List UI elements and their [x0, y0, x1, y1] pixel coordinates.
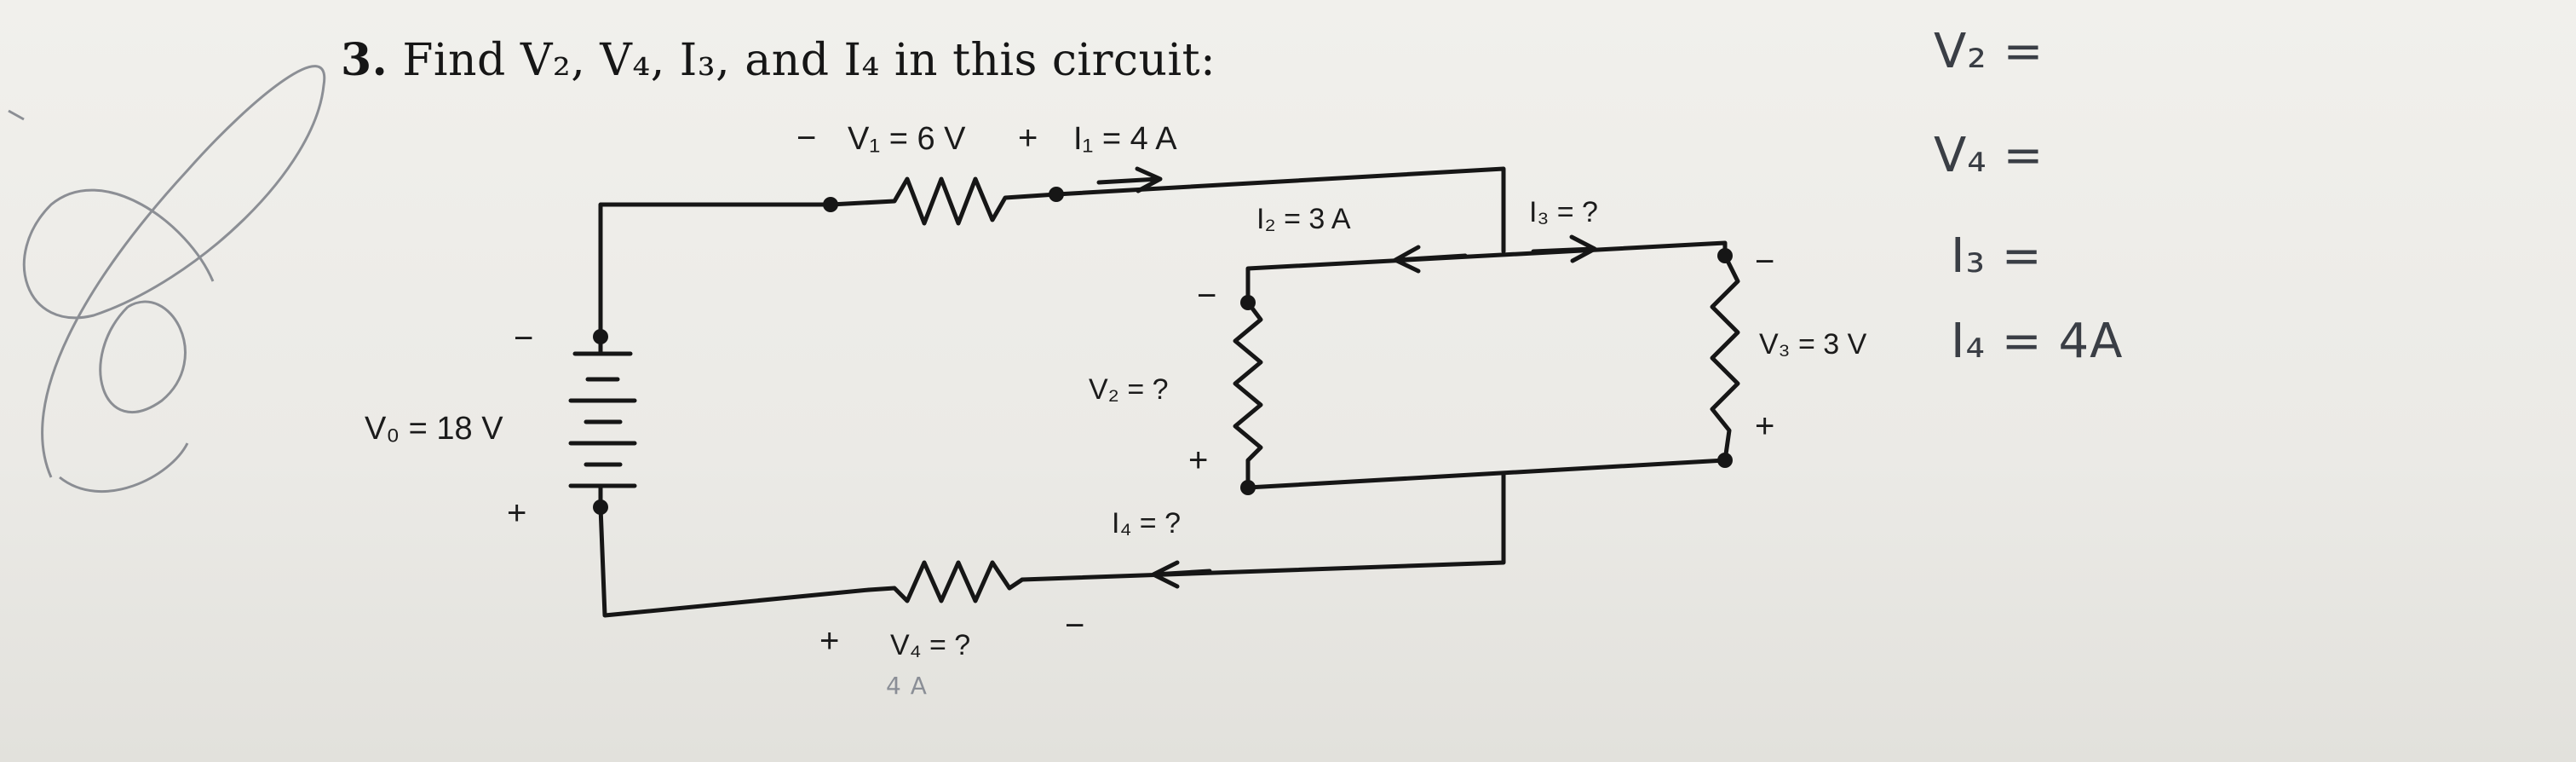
node-dot	[1717, 248, 1733, 263]
node-dot	[1049, 187, 1064, 202]
handwritten-under-v4: 4 A	[886, 672, 928, 700]
node-dot	[1240, 480, 1256, 495]
resistor-r1	[828, 176, 1059, 226]
v4-minus-sign: −	[1065, 607, 1085, 644]
problem-heading: 3. Find V₂, V₄, I₃, and I₄ in this circu…	[341, 34, 1216, 86]
battery-v0	[568, 334, 637, 510]
v0-label: V₀ = 18 V	[365, 411, 503, 447]
wire-bottom-left	[598, 505, 871, 618]
v2-minus-sign: −	[1197, 277, 1217, 315]
problem-number: 3.	[341, 34, 388, 86]
handwritten-i4: I₄ = 4A	[1951, 314, 2124, 369]
arrow-i2	[1393, 245, 1468, 274]
arrow-i1	[1096, 166, 1163, 193]
v2-plus-sign: +	[1188, 442, 1209, 479]
v1-minus-sign: −	[796, 119, 817, 157]
resistor-r4	[866, 560, 1025, 603]
node-dot	[593, 499, 608, 515]
wire-lower-parallel	[1245, 458, 1728, 490]
v3-minus-sign: −	[1755, 243, 1775, 280]
v3-plus-sign: +	[1755, 407, 1775, 445]
i2-label: I₂ = 3 A	[1256, 203, 1351, 235]
resistor-r2	[1233, 300, 1263, 490]
arrow-i3	[1531, 234, 1597, 263]
v0-plus-sign: +	[507, 494, 527, 532]
v1-label: V₁ = 6 V	[848, 121, 966, 157]
handwritten-v2: V₂ =	[1934, 24, 2044, 79]
node-dot	[1717, 453, 1733, 468]
handwritten-i3: I₃ =	[1951, 228, 2043, 284]
v1-plus-sign: +	[1018, 119, 1038, 157]
wire-top-left	[598, 202, 833, 339]
node-dot	[593, 329, 608, 344]
wire-upper-parallel	[1245, 240, 1728, 305]
wire-top-right	[1054, 166, 1506, 254]
problem-text: Find V₂, V₄, I₃, and I₄ in this circuit:	[402, 35, 1216, 86]
wire-bottom-right	[1020, 470, 1506, 582]
pencil-doodle	[8, 65, 326, 493]
v0-minus-sign: −	[514, 320, 534, 357]
resistor-r3	[1710, 253, 1740, 463]
v3-label: V₃ = 3 V	[1759, 328, 1867, 361]
i3-label: I₃ = ?	[1529, 196, 1598, 228]
v4-plus-sign: +	[819, 622, 840, 660]
i4-label: I₄ = ?	[1112, 507, 1181, 540]
v4-label: V₄ = ?	[890, 629, 971, 661]
node-dot	[1240, 295, 1256, 310]
i1-label: I₁ = 4 A	[1073, 121, 1177, 157]
arrow-i4	[1151, 560, 1212, 589]
v2-label: V₂ = ?	[1089, 373, 1169, 406]
node-dot	[823, 197, 838, 212]
handwritten-v4: V₄ =	[1934, 128, 2044, 183]
